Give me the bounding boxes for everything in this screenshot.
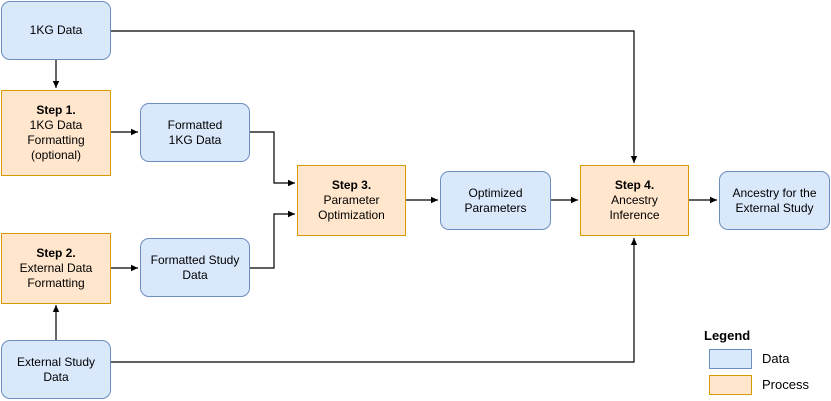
node-text-line: External Study [16, 354, 96, 369]
node-ancestry-external-study: Ancestry for the External Study [719, 171, 830, 230]
legend-process-swatch [709, 375, 752, 395]
legend-data-label: Data [762, 351, 790, 366]
node-formatted-study-data: Formatted Study Data [140, 238, 250, 297]
legend-title: Legend [704, 328, 751, 343]
node-text-line: Ancestry for the [732, 185, 817, 200]
node-text-line: 1KG Data [168, 132, 222, 147]
node-step2-external-formatting: Step 2. External Data Formatting [1, 233, 111, 304]
node-text-line: Ancestry [611, 193, 658, 207]
node-text-line: Formatted [167, 117, 223, 132]
legend-process-label: Process [762, 377, 809, 392]
node-text-line: Optimized [468, 185, 523, 200]
node-text-line: External Data [19, 261, 93, 275]
step-label: Step 2. [36, 246, 76, 260]
node-text-line: 1KG Data [29, 23, 83, 37]
node-text-line: 1KG Data [29, 118, 83, 132]
node-text-line: Parameter [323, 193, 380, 207]
node-optimized-parameters: Optimized Parameters [440, 171, 551, 230]
step-label: Step 3. [331, 178, 372, 192]
node-text-line: Inference [609, 208, 660, 222]
node-step4-ancestry-inference: Step 4. Ancestry Inference [580, 165, 689, 236]
node-text-line: External Study [735, 200, 814, 215]
node-text-line: (optional) [30, 148, 82, 162]
edge-kg-to-step4 [111, 30, 638, 163]
node-formatted-1kg-data: Formatted 1KG Data [140, 103, 250, 162]
node-text-line: Formatted Study [150, 252, 240, 267]
node-external-study-data: External Study Data [1, 340, 111, 399]
node-1kg-data: 1KG Data [1, 1, 111, 60]
edge-formatted-kg-to-step3 [250, 131, 295, 187]
node-text-line: Parameters [464, 200, 527, 215]
edge-formatted-study-to-step3 [250, 210, 295, 269]
step-label: Step 4. [614, 178, 655, 192]
node-step1-1kg-formatting: Step 1. 1KG Data Formatting (optional) [1, 90, 111, 176]
node-text-line: Data [43, 369, 69, 384]
step-label: Step 1. [36, 103, 76, 117]
node-text-line: Data [182, 267, 208, 282]
legend-data-swatch [709, 349, 752, 369]
node-text-line: Formatting [27, 276, 85, 290]
edge-study-to-step4 [111, 238, 638, 363]
node-text-line: Formatting [27, 133, 85, 147]
node-text-line: Optimization [318, 208, 385, 222]
node-step3-parameter-optimization: Step 3. Parameter Optimization [297, 165, 406, 236]
